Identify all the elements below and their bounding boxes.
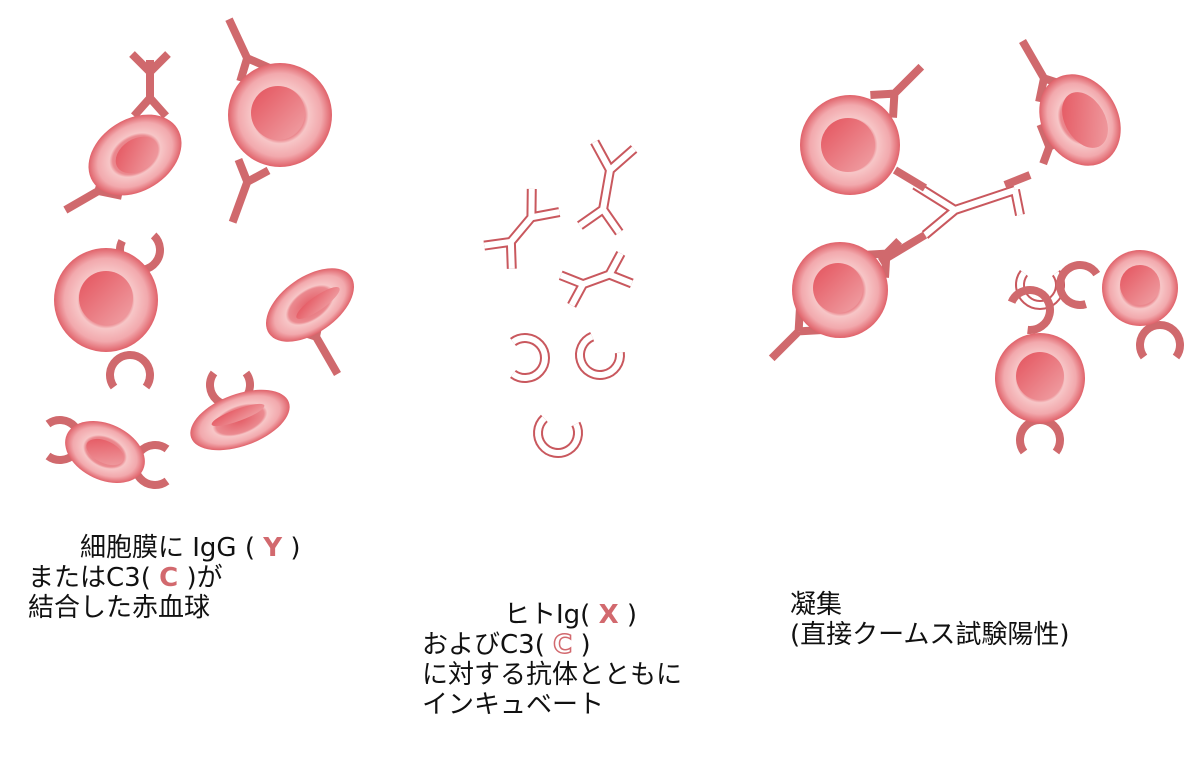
caption-line-3: 結合した赤血球 (28, 593, 211, 623)
caption-sensitized-rbc: 細胞膜に IgG ( Y ) またはC3( C )が 結合した赤血球 (28, 533, 301, 623)
caption-line-1: 細胞膜に IgG ( Y ) (80, 533, 301, 563)
igg-symbol-icon: Y (263, 533, 283, 563)
panel-sensitized-rbc (45, 17, 354, 489)
caption-line-2: (直接クームス試験陽性) (790, 620, 1070, 650)
dat-illustration (45, 17, 1184, 489)
caption-line-1: 凝集 (790, 590, 843, 620)
caption-agglutination: 凝集 (直接クームス試験陽性) (790, 590, 1070, 650)
panel-agglutination (768, 39, 1184, 455)
caption-line-2: またはC3( C )が (28, 563, 223, 593)
c3-symbol-icon: C (159, 563, 179, 593)
panel-reagents (483, 139, 638, 456)
caption-reagents: ヒトIg( X ) およびC3( C ) に対する抗体とともに インキュベート (422, 600, 682, 720)
caption-line-4: インキュベート (422, 690, 605, 720)
caption-line-3: に対する抗体とともに (422, 660, 683, 690)
anti-c3-symbol-icon: C (552, 629, 573, 661)
caption-line-2: およびC3( C ) (422, 629, 591, 661)
caption-line-1: ヒトIg( X ) (504, 600, 638, 630)
anti-igg-symbol-icon: X (598, 600, 619, 630)
